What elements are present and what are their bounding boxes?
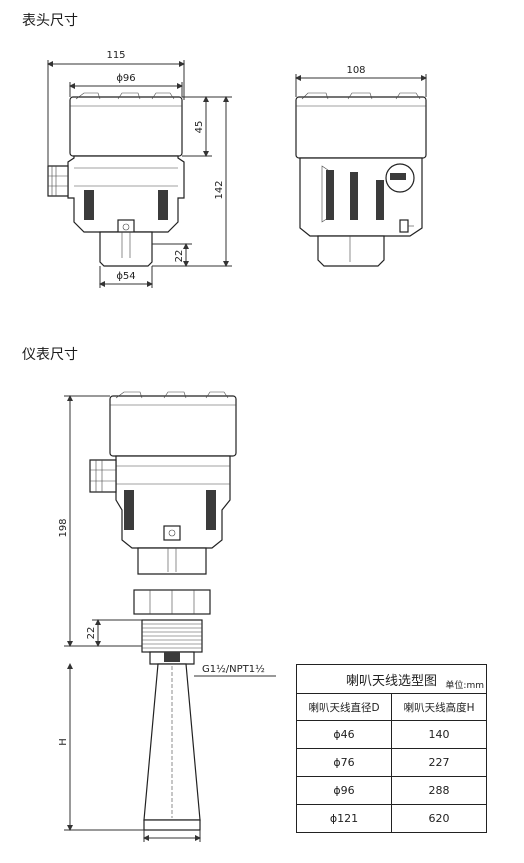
head-dimensions-title: 表头尺寸 (22, 13, 78, 29)
table-row: ϕ76 227 (295, 748, 487, 777)
thread-height-label: 22 (86, 627, 97, 640)
height-cell: 620 (391, 804, 487, 833)
height-cell: 288 (391, 776, 487, 805)
cover-diameter-label: ϕ96 (116, 73, 135, 84)
neck-height-label: 22 (174, 250, 185, 263)
table-row: ϕ96 288 (295, 776, 487, 805)
meter-total-height-label: 198 (58, 518, 69, 537)
table-row: ϕ121 620 (295, 804, 487, 833)
table-unit: 单位:mm (445, 681, 484, 691)
head-front-view: 115 ϕ96 45 142 22 ϕ54 (47, 50, 232, 288)
meter-dimensions-title: 仪表尺寸 (22, 347, 78, 363)
height-cell: 140 (391, 720, 487, 749)
thread-spec-label: G1½/NPT1½ (202, 663, 265, 675)
head-side-view: 108 (295, 65, 427, 267)
meter-front-view: 198 22 H G1½/NPT1½ (58, 391, 276, 842)
cover-height-label: 45 (194, 121, 205, 134)
header-diameter: 喇叭天线直径D (295, 693, 393, 721)
header-height: 喇叭天线高度H (391, 693, 487, 721)
diameter-cell: ϕ96 (295, 776, 393, 805)
table-caption: 喇叭天线选型图 单位:mm (296, 664, 487, 694)
total-height-label: 142 (214, 180, 225, 199)
side-width-label: 108 (346, 65, 365, 76)
height-cell: 227 (391, 748, 487, 777)
width-overall-label: 115 (106, 50, 125, 61)
horn-antenna-selection-table: 喇叭天线选型图 单位:mm 喇叭天线直径D 喇叭天线高度H ϕ46 140 ϕ7… (295, 664, 487, 833)
horn-height-label: H (58, 738, 69, 746)
diameter-cell: ϕ121 (295, 804, 393, 833)
diameter-cell: ϕ46 (295, 720, 393, 749)
diameter-cell: ϕ76 (295, 748, 393, 777)
neck-diameter-label: ϕ54 (116, 271, 135, 282)
table-title: 喇叭天线选型图 (345, 673, 437, 689)
table-row: ϕ46 140 (295, 720, 487, 749)
